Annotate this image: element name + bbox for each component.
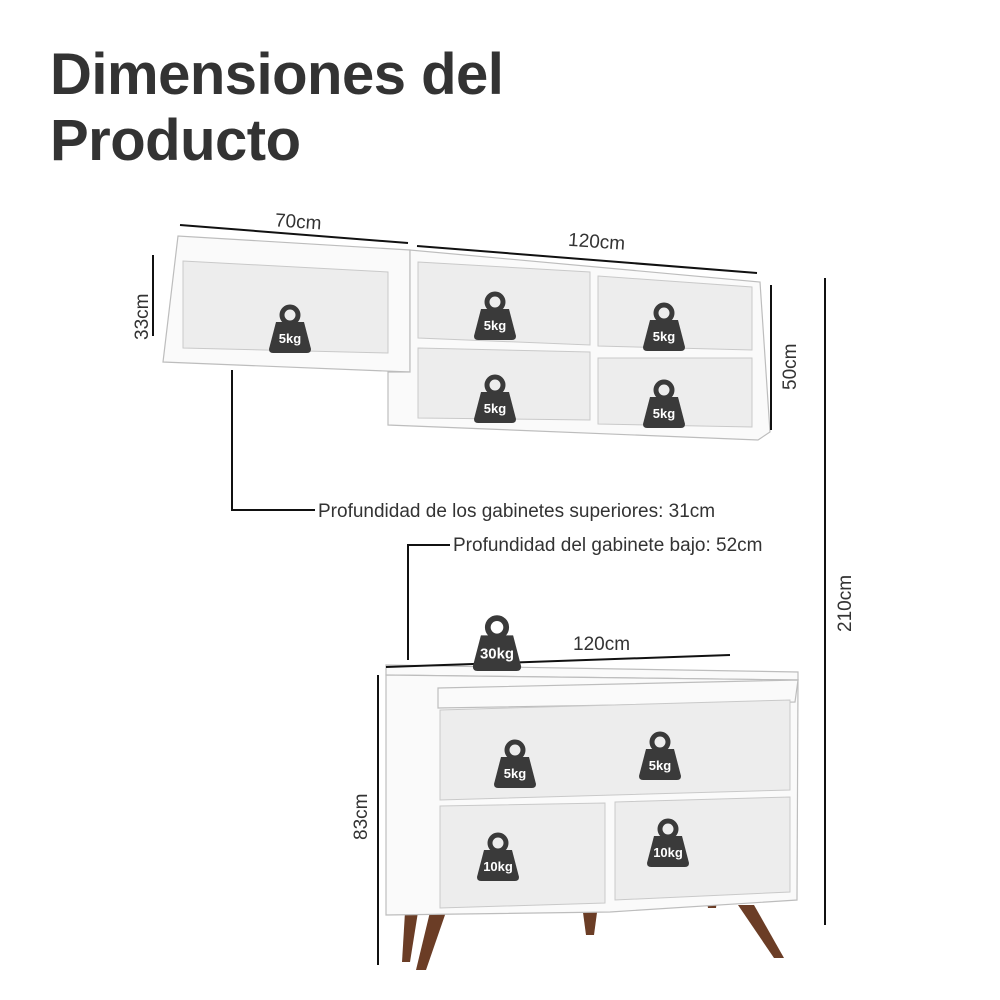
dimension-height-right: 50cm <box>780 344 801 390</box>
upper-right-cabinet <box>387 249 771 441</box>
title-line-2: Producto <box>50 108 301 173</box>
svg-text:30kg: 30kg <box>480 645 514 662</box>
weight-icon: 5kg <box>474 294 516 340</box>
svg-text:5kg: 5kg <box>504 766 526 781</box>
dimension-line-120-lower <box>385 654 731 668</box>
leader-line-lower <box>407 544 450 660</box>
weight-icon: 5kg <box>643 305 685 351</box>
svg-text:5kg: 5kg <box>653 406 675 421</box>
leader-line-upper <box>231 370 315 511</box>
dimension-total-height: 210cm <box>835 575 856 632</box>
svg-text:5kg: 5kg <box>484 318 506 333</box>
dimension-line-70 <box>179 224 409 244</box>
dimension-line-120-upper <box>416 245 758 274</box>
dimension-width-lower: 120cm <box>573 634 630 655</box>
weight-icon: 30kg <box>473 618 521 671</box>
weight-icon: 5kg <box>639 734 681 780</box>
weight-icon: 10kg <box>477 835 519 881</box>
svg-text:5kg: 5kg <box>484 401 506 416</box>
svg-text:5kg: 5kg <box>649 758 671 773</box>
page-title: Dimensiones del Producto <box>50 42 504 174</box>
weight-icon: 5kg <box>643 382 685 428</box>
weight-icon: 10kg <box>647 821 689 867</box>
title-line-1: Dimensiones del <box>50 42 504 107</box>
weight-icon: 5kg <box>269 307 311 353</box>
dimension-height-left: 33cm <box>132 294 153 340</box>
svg-text:10kg: 10kg <box>483 859 513 874</box>
dimension-height-lower: 83cm <box>351 794 372 840</box>
svg-text:10kg: 10kg <box>653 845 683 860</box>
dimension-width-left: 70cm <box>274 210 322 234</box>
upper-depth-note: Profundidad de los gabinetes superiores:… <box>318 501 715 522</box>
dimension-width-right: 120cm <box>567 230 625 255</box>
lower-depth-note: Profundidad del gabinete bajo: 52cm <box>453 535 763 556</box>
weight-icon: 5kg <box>474 377 516 423</box>
svg-text:5kg: 5kg <box>653 329 675 344</box>
lower-cabinet <box>385 664 799 970</box>
svg-text:5kg: 5kg <box>279 331 301 346</box>
weight-icon: 5kg <box>494 742 536 788</box>
